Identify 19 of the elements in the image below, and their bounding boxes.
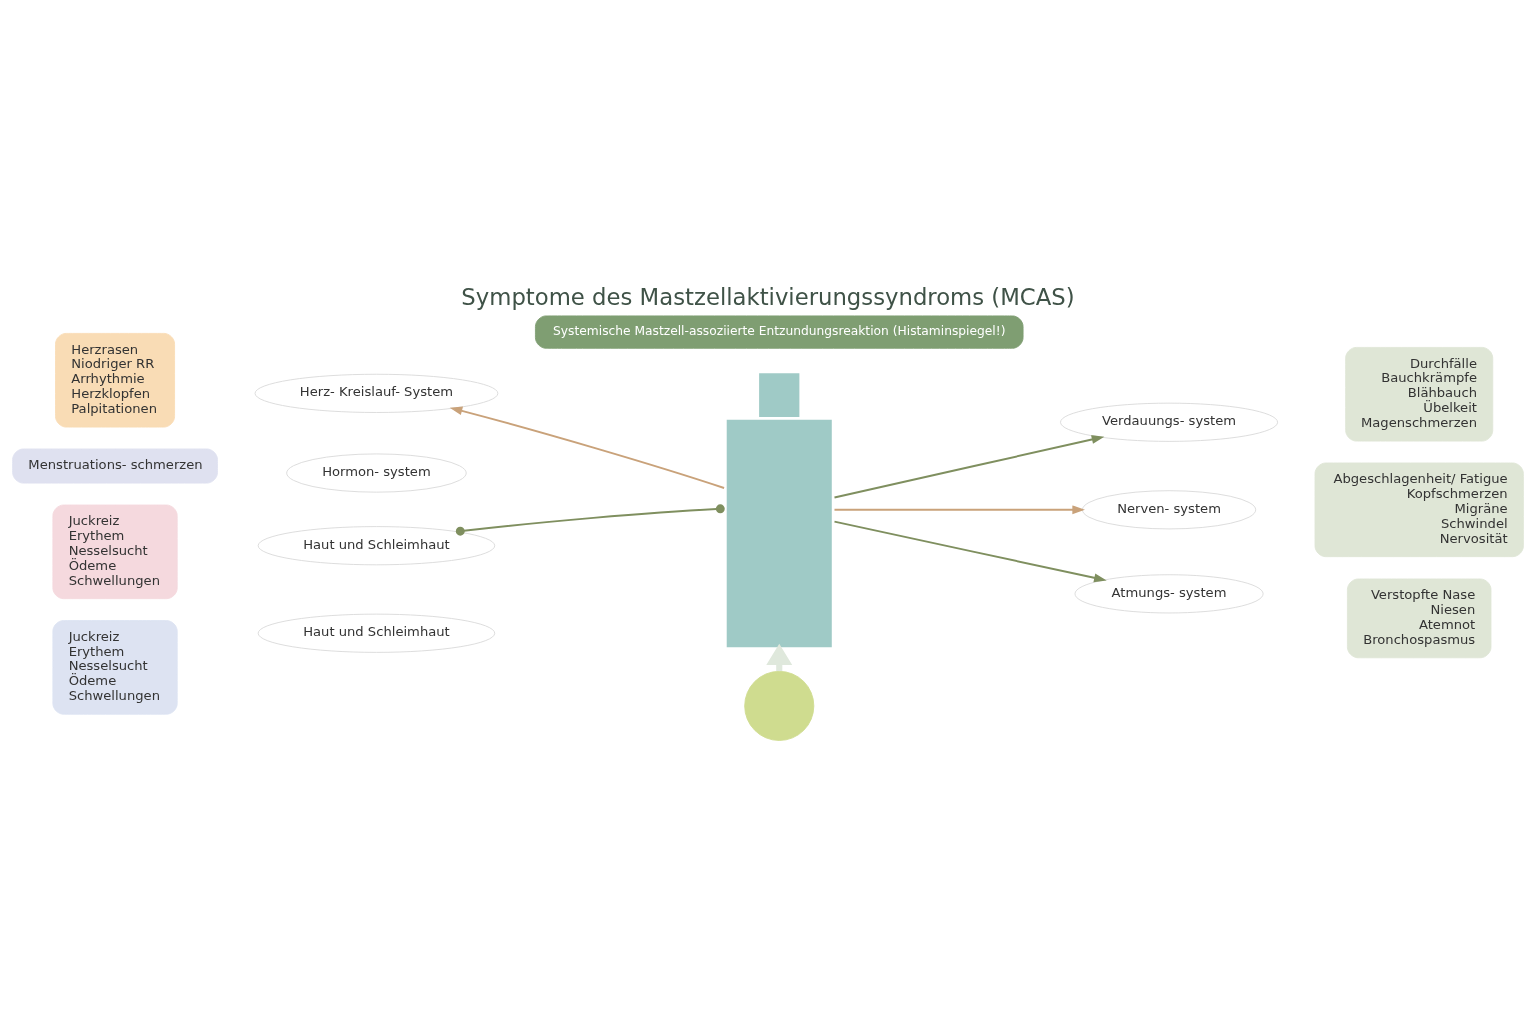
node-ellipse: Haut und Schleimhaut [257, 613, 496, 653]
connector [455, 504, 725, 536]
arrow [449, 406, 726, 489]
node-circle [744, 670, 815, 741]
node-box: Abgeschlagenheit/ Fatigue Kopfschmerzen Migräne Schwindel Nervosität [1314, 462, 1524, 558]
node-ellipse: Hormon- system [286, 453, 467, 493]
node-box: Systemische Mastzell-assoziierte Entzundungsreaktion (Histaminspiegel!) [535, 315, 1024, 349]
node-box: Juckreiz Erythem Nesselsucht Ödeme Schwellungen [52, 504, 178, 600]
node-box: Juckreiz Erythem Nesselsucht Ödeme Schwellungen [52, 620, 178, 715]
node-box: Herzrasen Niodriger RR Arrhythmie Herzklopfen Palpitationen [55, 332, 175, 428]
node-box: Menstruations- schmerzen [12, 448, 218, 484]
node-box: Durchfälle Bauchkrämpfe Blähbauch Übelkeit Magenschmerzen [1345, 346, 1494, 442]
arrow [833, 435, 1105, 499]
node-ellipse: Herz- Kreislauf- System [254, 373, 499, 413]
arrow [833, 520, 1107, 583]
arrow [833, 505, 1085, 515]
diagram-title: Symptome des Mastzellaktivierungssyndroms (MCAS) [461, 284, 1075, 311]
node-box: Verstopfte Nase Niesen Atemnot Bronchospasmus [1347, 578, 1492, 659]
node-ellipse: Nerven- system [1081, 490, 1257, 530]
